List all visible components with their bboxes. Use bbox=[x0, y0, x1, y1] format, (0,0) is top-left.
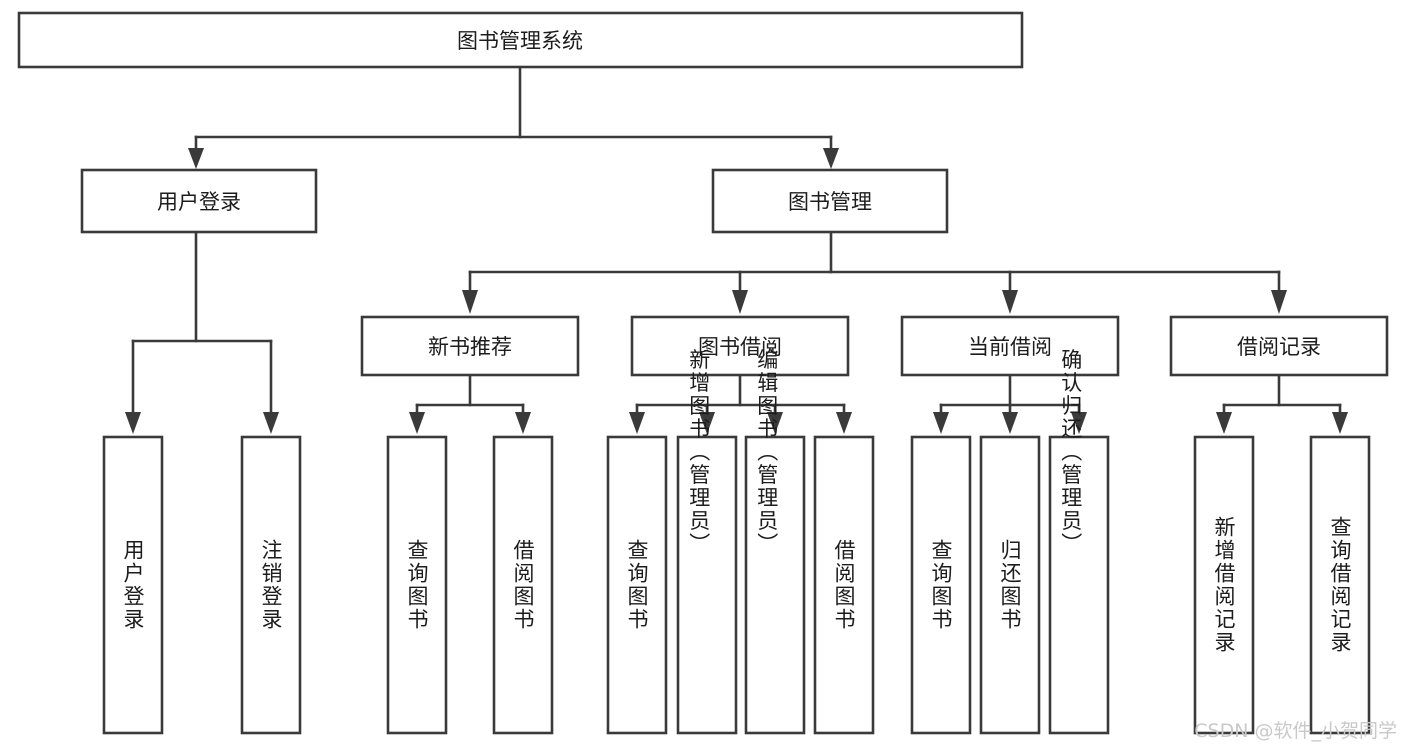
node-book-manage-box[interactable] bbox=[711, 168, 949, 234]
node-leaf-query-book-2-label: 查询图书 bbox=[625, 539, 649, 631]
node-leaf-return-book[interactable]: 归还图书 bbox=[979, 435, 1041, 735]
arrowhead-leaf-confirm-return bbox=[1071, 412, 1087, 434]
arrowhead-leaf-edit-book bbox=[767, 412, 783, 434]
node-borrow-record-box[interactable] bbox=[1169, 315, 1389, 377]
arrowhead-borrow-record bbox=[1271, 290, 1287, 314]
node-leaf-borrow-book-2[interactable]: 借阅图书 bbox=[813, 435, 875, 735]
node-leaf-add-borrow-record[interactable]: 新增借阅记录 bbox=[1193, 435, 1255, 735]
node-leaf-borrow-book-2-label: 借阅图书 bbox=[832, 539, 856, 631]
node-root-label: 图书管理系统 bbox=[457, 29, 583, 53]
node-leaf-add-borrow-record-label: 新增借阅记录 bbox=[1212, 516, 1236, 654]
node-leaf-query-book-3[interactable]: 查询图书 bbox=[910, 435, 972, 735]
arrowhead-leaf-add-borrow-record bbox=[1216, 412, 1232, 434]
node-leaf-confirm-return[interactable]: 确认归还（管理员） bbox=[1048, 349, 1110, 735]
node-book-borrow-label: 图书借阅 bbox=[698, 335, 782, 359]
node-book-manage-label: 图书管理 bbox=[788, 190, 872, 214]
arrowhead-book-manage bbox=[823, 148, 839, 169]
node-leaf-query-book-1-box[interactable] bbox=[386, 435, 448, 735]
node-leaf-edit-book-label: 编辑图书（管理员） bbox=[755, 349, 779, 556]
node-leaf-query-book-2[interactable]: 查询图书 bbox=[606, 435, 668, 735]
arrowhead-new-book-recommend bbox=[462, 290, 478, 314]
arrowhead-user-login bbox=[188, 148, 204, 169]
node-leaf-logout-login[interactable]: 注销登录 bbox=[240, 435, 302, 735]
node-leaf-query-borrow-record-box[interactable] bbox=[1309, 435, 1371, 735]
arrowhead-leaf-query-borrow-record bbox=[1332, 412, 1348, 434]
node-leaf-logout-login-label: 注销登录 bbox=[259, 539, 283, 631]
node-leaf-query-book-1-label: 查询图书 bbox=[405, 539, 429, 631]
node-current-borrow-label: 当前借阅 bbox=[968, 335, 1052, 359]
node-borrow-record[interactable]: 借阅记录 bbox=[1169, 315, 1389, 377]
node-leaf-edit-book[interactable]: 编辑图书（管理员） bbox=[744, 349, 806, 735]
node-leaf-user-login-box[interactable] bbox=[102, 435, 164, 735]
node-book-borrow[interactable]: 图书借阅 bbox=[630, 315, 850, 377]
node-leaf-query-book-3-box[interactable] bbox=[910, 435, 972, 735]
node-root-box[interactable] bbox=[17, 11, 1024, 69]
arrowhead-leaf-add-book bbox=[699, 412, 715, 434]
node-leaf-confirm-return-label: 确认归还（管理员） bbox=[1059, 349, 1083, 556]
node-user-login-box[interactable] bbox=[80, 168, 318, 234]
node-book-manage[interactable]: 图书管理 bbox=[711, 168, 949, 234]
arrowhead-leaf-borrow-book-2 bbox=[836, 412, 852, 434]
node-leaf-query-borrow-record[interactable]: 查询借阅记录 bbox=[1309, 435, 1371, 735]
node-leaf-query-borrow-record-label: 查询借阅记录 bbox=[1328, 516, 1352, 654]
node-user-login[interactable]: 用户登录 bbox=[80, 168, 318, 234]
node-leaf-query-book-2-box[interactable] bbox=[606, 435, 668, 735]
node-leaf-borrow-book-1[interactable]: 借阅图书 bbox=[492, 435, 554, 735]
node-leaf-confirm-return-box[interactable] bbox=[1048, 435, 1110, 735]
node-leaf-edit-book-box[interactable] bbox=[744, 435, 806, 735]
node-book-borrow-box[interactable] bbox=[630, 315, 850, 377]
csdn-watermark: CSDN @软件_小贺同学 bbox=[1194, 720, 1397, 742]
node-leaf-borrow-book-1-box[interactable] bbox=[492, 435, 554, 735]
arrowhead-leaf-return-book bbox=[1002, 412, 1018, 434]
node-leaf-query-book-1[interactable]: 查询图书 bbox=[386, 435, 448, 735]
arrowhead-leaf-logout-login bbox=[263, 412, 279, 434]
node-leaf-query-book-3-label: 查询图书 bbox=[929, 539, 953, 631]
node-leaf-return-book-label: 归还图书 bbox=[998, 539, 1022, 631]
node-root[interactable]: 图书管理系统 bbox=[17, 11, 1024, 69]
node-leaf-return-book-box[interactable] bbox=[979, 435, 1041, 735]
arrowhead-leaf-query-book-3 bbox=[933, 412, 949, 434]
node-current-borrow[interactable]: 当前借阅 bbox=[900, 315, 1120, 377]
node-leaf-borrow-book-2-box[interactable] bbox=[813, 435, 875, 735]
arrowhead-book-borrow bbox=[732, 290, 748, 314]
connector-layer bbox=[125, 66, 1348, 434]
node-current-borrow-box[interactable] bbox=[900, 315, 1120, 377]
arrowhead-leaf-user-login bbox=[125, 412, 141, 434]
node-new-book-recommend[interactable]: 新书推荐 bbox=[360, 315, 580, 377]
node-leaf-borrow-book-1-label: 借阅图书 bbox=[511, 539, 535, 631]
node-leaf-add-borrow-record-box[interactable] bbox=[1193, 435, 1255, 735]
arrowhead-leaf-query-book-2 bbox=[629, 412, 645, 434]
node-leaf-user-login-label: 用户登录 bbox=[121, 539, 145, 631]
node-leaf-user-login[interactable]: 用户登录 bbox=[102, 435, 164, 735]
arrowhead-current-borrow bbox=[1002, 290, 1018, 314]
node-leaf-add-book-label: 新增图书（管理员） bbox=[687, 349, 711, 556]
node-new-book-recommend-label: 新书推荐 bbox=[428, 335, 512, 359]
node-leaf-add-book-box[interactable] bbox=[676, 435, 738, 735]
node-leaf-add-book[interactable]: 新增图书（管理员） bbox=[676, 349, 738, 735]
node-new-book-recommend-box[interactable] bbox=[360, 315, 580, 377]
node-borrow-record-label: 借阅记录 bbox=[1237, 335, 1321, 359]
node-leaf-logout-login-box[interactable] bbox=[240, 435, 302, 735]
arrowhead-leaf-query-book-1 bbox=[409, 412, 425, 434]
node-user-login-label: 用户登录 bbox=[157, 190, 241, 214]
arrowhead-leaf-borrow-book-1 bbox=[515, 412, 531, 434]
